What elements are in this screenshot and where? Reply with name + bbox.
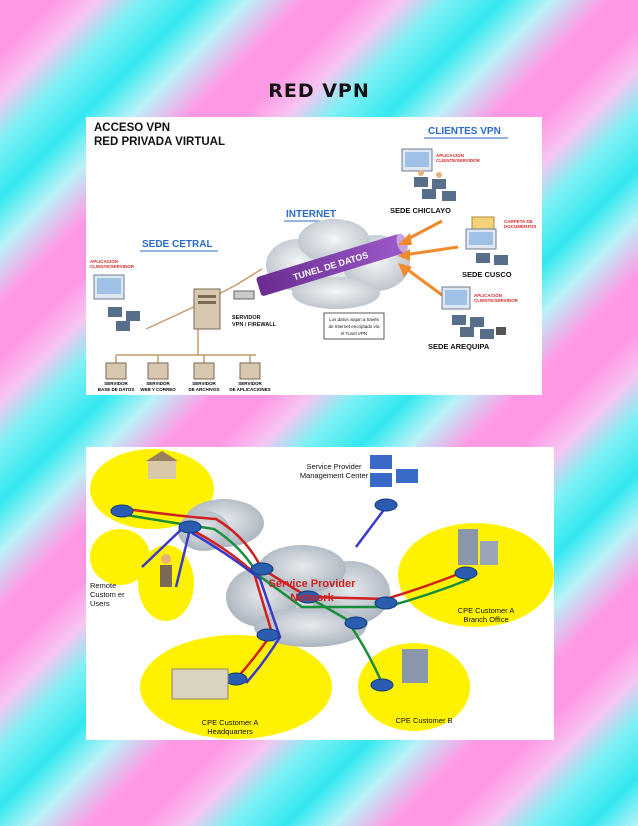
sede-central-label: SEDE CETRAL [142, 239, 213, 250]
sede-cusco-label: SEDE CUSCO [462, 270, 512, 279]
clientes-vpn-label: CLIENTES VPN [428, 126, 501, 137]
svg-text:VPN / FIREWALL: VPN / FIREWALL [232, 322, 277, 328]
router-icon [344, 616, 368, 630]
vpn-arrows [398, 219, 459, 297]
headquarters-site [140, 635, 332, 739]
svg-text:APLICACIÓN: APLICACIÓN [436, 151, 464, 158]
sp-diagram: Service Provider Management Center Servi… [90, 449, 554, 739]
vpn-diagram: ACCESO VPN RED PRIVADA VIRTUAL CLIENTES … [90, 122, 536, 392]
router-icon [110, 504, 134, 518]
vpn-diagram-panel: ACCESO VPN RED PRIVADA VIRTUAL CLIENTES … [86, 117, 542, 395]
router-icon [250, 562, 274, 576]
svg-text:CARPETA DE: CARPETA DE [504, 219, 533, 224]
router-icon [370, 678, 394, 692]
encryption-note: Los datos viajan a través de Internet en… [323, 312, 385, 340]
router-nodes [110, 498, 478, 692]
remote-site-mid [90, 529, 150, 585]
server-label-line2: BASE DE DATOS [98, 387, 135, 392]
page-title: RED VPN [268, 80, 370, 102]
svg-text:Service Provider: Service Provider [306, 462, 362, 471]
remote-user-figure [160, 554, 172, 587]
svg-text:APLICACIÓN: APLICACIÓN [90, 257, 118, 264]
site-arequipa: APLICACIÓN CLIENTE/SERVIDOR SEDE AREQUIP… [428, 286, 519, 351]
remote-house [146, 451, 178, 479]
heading-line2: RED PRIVADA VIRTUAL [94, 136, 225, 148]
svg-text:APLICACIÓN: APLICACIÓN [474, 291, 502, 298]
router-icon [374, 596, 398, 610]
svg-text:CPE Customer A: CPE Customer A [202, 718, 259, 727]
site-cusco: CARPETA DE DOCUMENTOS SEDE CUSCO [462, 216, 536, 279]
server-label-line2: WEB Y CORREO [140, 387, 176, 392]
hq-building [171, 668, 229, 700]
central-client: APLICACIÓN CLIENTE/SERVIDOR [90, 257, 140, 331]
central-links [115, 268, 263, 363]
svg-text:Branch Office: Branch Office [463, 615, 508, 624]
router-icon [296, 590, 320, 604]
branch-building [458, 529, 498, 565]
sede-arequipa-label: SEDE AREQUIPA [428, 342, 490, 351]
svg-text:CLIENTE/SERVIDOR: CLIENTE/SERVIDOR [436, 158, 481, 163]
server-label-line1: SERVIDOR [104, 381, 128, 386]
svg-text:DOCUMENTOS: DOCUMENTOS [504, 224, 536, 229]
svg-text:SERVIDOR: SERVIDOR [232, 315, 261, 321]
customer-b-building [402, 649, 428, 683]
router-icon [256, 628, 280, 642]
internet-label: INTERNET [286, 209, 336, 220]
svg-text:Headquarters: Headquarters [207, 727, 253, 736]
server-label-line1: SERVIDOR [192, 381, 216, 386]
svg-text:Custom er: Custom er [90, 590, 125, 599]
sede-chiclayo-label: SEDE CHICLAYO [390, 206, 451, 215]
svg-text:CLIENTE/SERVIDOR: CLIENTE/SERVIDOR [90, 264, 135, 269]
svg-text:Remote: Remote [90, 581, 116, 590]
svg-text:Management Center: Management Center [300, 471, 369, 480]
site-chiclayo: APLICACIÓN CLIENTE/SERVIDOR SEDE CHICLAY… [390, 148, 481, 215]
router-icon [454, 566, 478, 580]
router-icon [374, 498, 398, 512]
vpn-firewall-server: SERVIDOR VPN / FIREWALL [193, 288, 277, 330]
svg-text:CPE Customer B: CPE Customer B [395, 716, 452, 725]
server-label-line2: DE ARCHIVOS [188, 387, 219, 392]
server-label-line1: SERVIDOR [146, 381, 170, 386]
svg-text:de Internet encriptado vía: de Internet encriptado vía [328, 324, 380, 329]
management-center: Service Provider Management Center [300, 455, 418, 487]
svg-text:el Tunel VPN: el Tunel VPN [341, 331, 367, 336]
svg-text:CLIENTE/SERVIDOR: CLIENTE/SERVIDOR [474, 298, 519, 303]
heading-line1: ACCESO VPN [94, 122, 170, 134]
customer-b-site [358, 643, 470, 731]
server-label-line2: DE APLICACIONES [229, 387, 270, 392]
server-label-line1: SERVIDOR [238, 381, 262, 386]
svg-text:Los datos viajan a través: Los datos viajan a través [329, 317, 380, 322]
router-icon [178, 520, 202, 534]
cloud-label-line1: Service Provider [269, 578, 357, 590]
sp-diagram-panel: Service Provider Management Center Servi… [86, 447, 554, 740]
svg-text:Users: Users [90, 599, 110, 608]
svg-text:CPE Customer A: CPE Customer A [458, 606, 515, 615]
cloud-label-line2: Network [290, 592, 334, 604]
